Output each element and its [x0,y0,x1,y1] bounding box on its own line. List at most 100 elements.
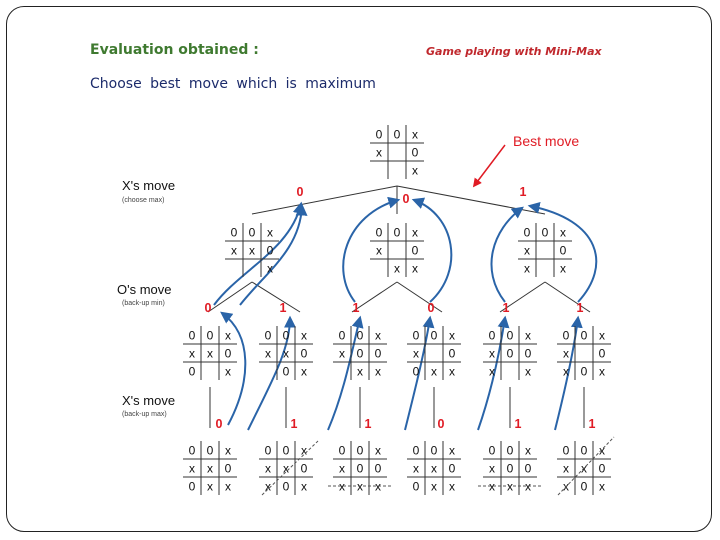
slide-heading: Evaluation obtained : [90,42,259,58]
board-cell: 0 [431,329,438,343]
board-cell: 0 [376,226,383,240]
board-cell: 0 [394,128,401,142]
board-cell: 0 [189,329,196,343]
board-cell: x [431,365,437,379]
level3-score-1: 0 [216,417,223,431]
board-cell: x [449,329,455,343]
board-cell: x [599,480,605,494]
board-cell: x [301,365,307,379]
board-cell: 0 [507,462,514,476]
level1-score-2: 0 [403,192,410,206]
edge-l1b-l2c [351,281,398,313]
board-cell: 0 [394,226,401,240]
svg-text:X's move: X's move [122,393,175,408]
board-cell: 0 [339,329,346,343]
board-cell: 0 [189,480,196,494]
board-cell: 0 [301,347,308,361]
board-cell: 0 [581,365,588,379]
board-cell: 0 [581,480,588,494]
winning-line [261,440,319,496]
board-cell: x [207,347,213,361]
board-cell: x [413,347,419,361]
board-cell: x [524,244,530,258]
board-cell: 0 [225,462,232,476]
board-cell: x [339,347,345,361]
board-cell: 0 [560,244,567,258]
board-cell: x [412,226,418,240]
level-label-2: O's move (back-up min) [117,282,172,307]
board-cell: 0 [542,226,549,240]
board-cell: 0 [507,444,514,458]
edge-l1c-l2f [544,281,591,313]
board-cell: 0 [413,444,420,458]
board-cell: x [357,365,363,379]
board-cell: x [267,226,273,240]
board-cell: x [375,329,381,343]
level2-score-2: 1 [280,301,287,315]
board-cell: x [449,365,455,379]
board-cell: 0 [283,444,290,458]
board-cell: 0 [283,329,290,343]
level2-score-3: 1 [353,301,360,315]
board-cell: x [563,347,569,361]
board-cell: x [412,262,418,276]
level1-score-3: 1 [520,185,527,199]
board-cell: 0 [599,347,606,361]
board-cell: x [301,329,307,343]
level3-score-6: 1 [589,417,596,431]
edge-root-left [251,185,398,215]
board-cell: 0 [449,347,456,361]
board-cell: 0 [525,347,532,361]
board-cell: 0 [283,480,290,494]
board-cell: x [489,365,495,379]
board-cell: 0 [357,329,364,343]
board-cell: x [225,365,231,379]
board-cell: 0 [525,462,532,476]
board-cell: x [431,480,437,494]
board-cell: 0 [563,329,570,343]
level2-score-1: 0 [205,301,212,315]
board-cell: x [560,226,566,240]
board-cell: 0 [189,444,196,458]
level-label-3: X's move (back-up max) [122,393,175,418]
svg-text:(back-up min): (back-up min) [122,300,165,307]
board-cell: 0 [489,444,496,458]
board-cell: 0 [599,462,606,476]
level2-score-6: 1 [577,301,584,315]
tree-edges [207,185,591,428]
board-cell: x [599,365,605,379]
board-cell: x [413,462,419,476]
board-cell: 0 [207,444,214,458]
edge-l1c-l2e [499,281,546,313]
board-cell: x [525,365,531,379]
board-cell: 0 [413,365,420,379]
board-cell: x [265,347,271,361]
board-cell: 0 [357,462,364,476]
board-cell: x [599,329,605,343]
board-cell: 0 [524,226,531,240]
board-cell: x [301,444,307,458]
board-cell: x [489,480,495,494]
edge-l1a-l2a [207,281,253,313]
board-cell: x [375,444,381,458]
board-cell: x [207,462,213,476]
board-cell: x [489,462,495,476]
board-cell: x [412,164,418,178]
board-cell: x [563,365,569,379]
board-cell: x [560,262,566,276]
board-cell: x [207,480,213,494]
board-cell: x [339,480,345,494]
board-cell: 0 [375,347,382,361]
board-cell: x [449,480,455,494]
board-cell: 0 [413,480,420,494]
slide-frame [6,6,712,532]
board-cell: 0 [189,365,196,379]
